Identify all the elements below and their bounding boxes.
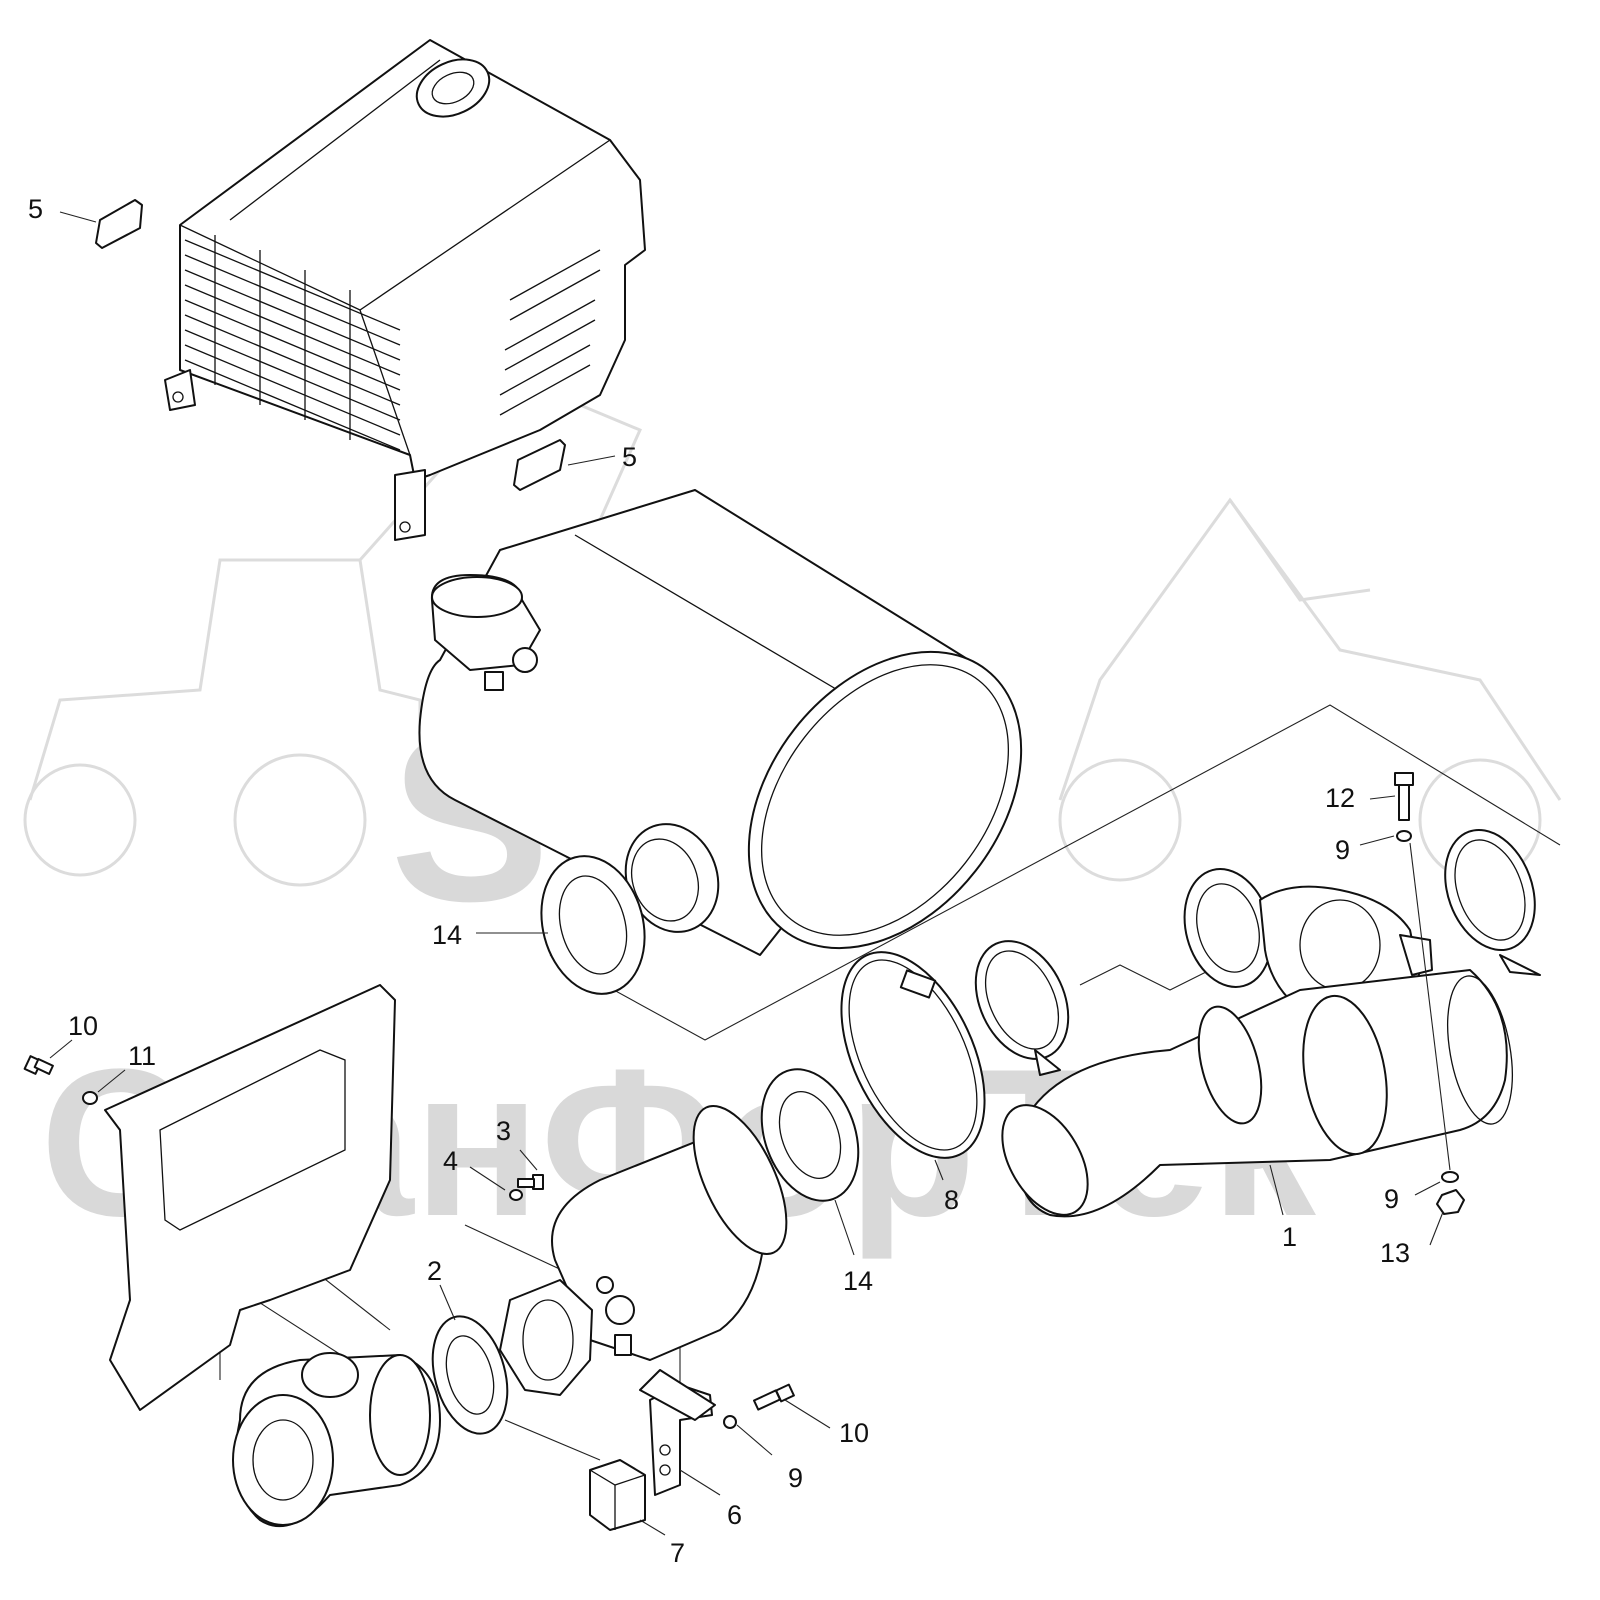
converter-body — [551, 1105, 788, 1361]
gasket-upper — [540, 855, 646, 995]
turbocharger — [232, 1352, 441, 1528]
decal-plate-upper — [95, 199, 143, 249]
callout-3: 3 — [496, 1116, 511, 1146]
callout-12: 12 — [1325, 783, 1355, 813]
washer-center — [509, 1189, 523, 1201]
decal-plate-lower — [513, 439, 566, 491]
callout-14-upper: 14 — [432, 920, 462, 950]
watermark-excavator-right-icon — [1058, 497, 1562, 882]
callout-14-lower: 14 — [843, 1266, 873, 1296]
callout-2: 2 — [427, 1256, 442, 1286]
washer-lower — [723, 1415, 737, 1429]
callout-13: 13 — [1380, 1238, 1410, 1268]
callout-6: 6 — [727, 1500, 742, 1530]
leader-lines — [49, 211, 1444, 1536]
bolt-left — [23, 1055, 54, 1075]
callout-9-lower: 9 — [788, 1463, 803, 1493]
flange-plate — [499, 1279, 593, 1396]
engine-cover-side-vents — [499, 249, 601, 416]
callout-10-left: 10 — [68, 1011, 98, 1041]
callout-9-right: 9 — [1384, 1184, 1399, 1214]
clamp-ring — [840, 951, 986, 1159]
engine-cover-grille — [184, 235, 401, 451]
strap-clamp-right — [1444, 828, 1541, 976]
callout-1: 1 — [1282, 1222, 1297, 1252]
gasket-lower — [760, 1068, 860, 1202]
callout-10-lower: 10 — [839, 1418, 869, 1448]
muffler — [418, 489, 1023, 956]
exhaust-pipe-assembly — [1001, 969, 1513, 1218]
washer-left — [82, 1091, 98, 1105]
callout-5-upper: 5 — [28, 194, 43, 224]
washer-bottom-right — [1441, 1171, 1459, 1183]
bolt-center — [517, 1174, 544, 1190]
spacer-block — [589, 1459, 646, 1531]
bolt-top — [1394, 772, 1414, 821]
engine-cover — [164, 39, 646, 541]
callout-8: 8 — [944, 1185, 959, 1215]
nut-bottom-right — [1436, 1189, 1465, 1215]
bracket — [639, 1369, 716, 1496]
mount-plate — [104, 984, 396, 1411]
bolt-lower-right — [753, 1383, 795, 1411]
callout-11: 11 — [128, 1041, 156, 1071]
callout-labels: 5 5 14 12 9 10 11 3 4 2 8 14 1 9 13 10 9… — [28, 194, 1410, 1568]
muffler-inlet-flange — [624, 823, 720, 933]
callout-7: 7 — [670, 1538, 685, 1568]
strap-clamp-mid — [974, 940, 1070, 1076]
flange-gasket — [431, 1315, 509, 1435]
callout-9-upper: 9 — [1335, 835, 1350, 865]
callout-5-lower: 5 — [622, 442, 637, 472]
washer-top — [1396, 830, 1412, 842]
callout-4: 4 — [443, 1146, 458, 1176]
